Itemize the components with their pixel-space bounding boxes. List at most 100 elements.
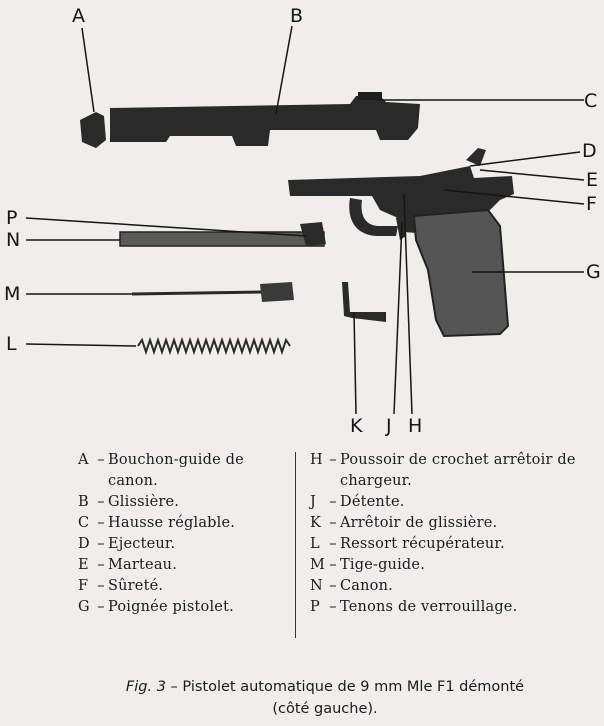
figure-caption: Fig. 3 – Pistolet automatique de 9 mm Ml… <box>80 676 570 720</box>
legend-label: Glissière. <box>108 494 180 510</box>
legend-key: B <box>78 494 89 510</box>
leader-d <box>469 151 581 167</box>
legend-item: K–Arrêtoir de glissière. <box>310 513 580 534</box>
leader-f <box>443 189 585 205</box>
locking-lugs-part <box>300 222 326 246</box>
legend-item: H–Poussoir de crochet arrêtoir de charge… <box>310 450 580 492</box>
legend-label: Bouchon-guide de canon. <box>108 452 244 489</box>
legend-label: Poussoir de crochet arrêtoir de chargeur… <box>340 452 576 489</box>
legend-item: B–Glissière. <box>78 492 278 513</box>
exploded-pistol-diagram <box>25 25 585 415</box>
trigger-part <box>396 212 406 240</box>
figure-number: Fig. 3 <box>125 679 166 695</box>
legend-key: C <box>78 515 90 531</box>
leader-k <box>353 311 357 415</box>
legend-key: H <box>310 452 323 468</box>
callout-f: F <box>586 193 597 215</box>
figure-caption-line2: (côté gauche). <box>272 701 378 717</box>
rear-sight-part <box>358 92 382 100</box>
callout-c: C <box>584 90 598 112</box>
legend-dash: – <box>97 452 105 468</box>
figure-caption-text: – Pistolet automatique de 9 mm Mle F1 dé… <box>165 679 525 695</box>
legend-label: Détente. <box>340 494 405 510</box>
legend-item: A–Bouchon-guide de canon. <box>78 450 278 492</box>
legend-item: J–Détente. <box>310 492 580 513</box>
legend-label: Tenons de verrouillage. <box>340 599 518 615</box>
legend-dash: – <box>97 557 105 573</box>
legend-dash: – <box>97 578 105 594</box>
legend-item: N–Canon. <box>310 576 580 597</box>
legend-dash: – <box>329 599 337 615</box>
leader-e <box>479 169 585 181</box>
legend-item: F–Sûreté. <box>78 576 278 597</box>
legend-dash: – <box>329 452 337 468</box>
legend-dash: – <box>329 578 337 594</box>
legend-dash: – <box>329 494 337 510</box>
leader-p <box>25 217 307 237</box>
legend-dash: – <box>329 557 337 573</box>
callout-b: B <box>290 5 304 27</box>
legend-item: C–Hausse réglable. <box>78 513 278 534</box>
legend-label: Marteau. <box>108 557 178 573</box>
legend-key: E <box>78 557 89 573</box>
callout-m: M <box>4 283 21 305</box>
leader-b <box>275 25 293 115</box>
legend-dash: – <box>97 536 105 552</box>
legend-label: Arrêtoir de glissière. <box>340 515 498 531</box>
legend-right-column: H–Poussoir de crochet arrêtoir de charge… <box>310 450 580 618</box>
barrel-bushing-part <box>80 112 106 148</box>
callout-d: D <box>582 140 597 162</box>
barrel-part <box>119 231 325 247</box>
guide-rod-head <box>260 282 294 302</box>
slide-part <box>110 94 420 146</box>
legend-label: Ressort récupérateur. <box>340 536 505 552</box>
callout-h: H <box>408 415 423 437</box>
legend-key: P <box>310 599 320 615</box>
slide-stop-part <box>342 282 386 322</box>
legend-label: Tige-guide. <box>340 557 426 573</box>
legend-key: A <box>78 452 89 468</box>
legend-dash: – <box>329 536 337 552</box>
legend-item: P–Tenons de verrouillage. <box>310 597 580 618</box>
legend-key: G <box>78 599 90 615</box>
legend-label: Poignée pistolet. <box>108 599 234 615</box>
callout-n: N <box>6 229 21 251</box>
legend-label: Sûreté. <box>108 578 164 594</box>
callout-l: L <box>6 333 17 355</box>
callout-j: J <box>386 415 392 437</box>
legend-dash: – <box>97 494 105 510</box>
legend-item: G–Poignée pistolet. <box>78 597 278 618</box>
legend-dash: – <box>97 515 105 531</box>
legend-label: Canon. <box>340 578 393 594</box>
leader-j <box>393 221 403 415</box>
trigger-guard-part <box>349 198 398 236</box>
legend-key: F <box>78 578 89 594</box>
callout-g: G <box>586 261 601 283</box>
recoil-spring-part <box>137 336 291 356</box>
callout-p: P <box>6 207 18 229</box>
leader-a <box>81 27 95 113</box>
callout-e: E <box>586 169 599 191</box>
legend-item: L–Ressort récupérateur. <box>310 534 580 555</box>
legend-left-column: A–Bouchon-guide de canon. B–Glissière. C… <box>78 450 278 618</box>
leader-l <box>25 343 137 347</box>
hammer-part <box>466 148 486 166</box>
legend-key: D <box>78 536 90 552</box>
guide-rod-part <box>131 290 263 296</box>
legend-item: M–Tige-guide. <box>310 555 580 576</box>
callout-a: A <box>72 5 85 27</box>
legend-key: M <box>310 557 326 573</box>
callout-k: K <box>350 415 363 437</box>
legend-dash: – <box>329 515 337 531</box>
legend-key: L <box>310 536 320 552</box>
legend-label: Hausse réglable. <box>108 515 236 531</box>
legend-key: J <box>310 494 317 510</box>
legend-item: E–Marteau. <box>78 555 278 576</box>
leader-h <box>403 193 413 415</box>
grip-part <box>412 208 510 338</box>
legend-key: N <box>310 578 323 594</box>
legend-item: D–Ejecteur. <box>78 534 278 555</box>
legend-key: K <box>310 515 322 531</box>
legend-label: Ejecteur. <box>108 536 176 552</box>
legend-dash: – <box>97 599 105 615</box>
